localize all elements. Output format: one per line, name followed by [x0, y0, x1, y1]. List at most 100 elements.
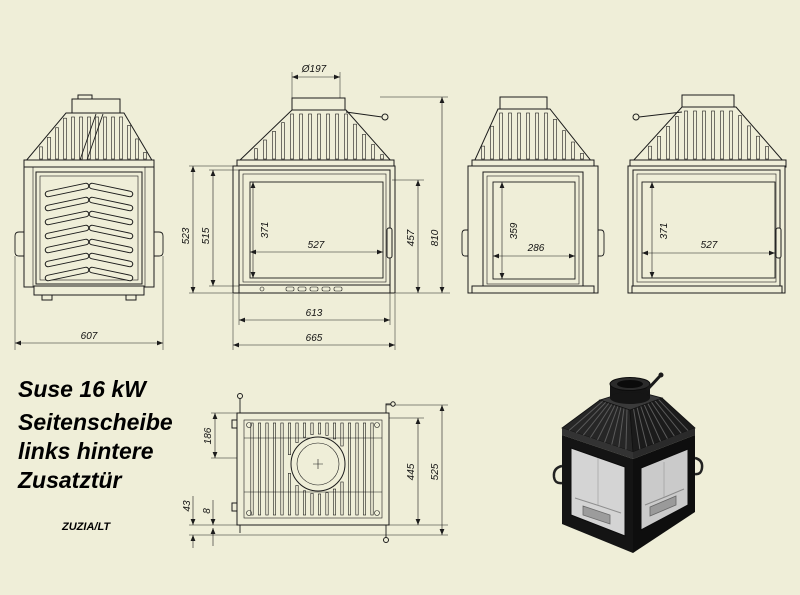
iso-hood-ribs [568, 398, 689, 450]
iso-hood-rib [650, 401, 675, 437]
iso-hood-rib [597, 404, 616, 441]
top-grill-slat [310, 493, 314, 516]
iso-damper-knob [658, 372, 664, 378]
front-height-a-label: 523 [181, 227, 192, 244]
top-side-lug [231, 419, 238, 429]
right-hood-slat [675, 116, 679, 160]
iso-hood-rib [654, 400, 682, 434]
iso-hood-rib [582, 402, 610, 436]
side-hood-slat [143, 152, 147, 160]
front-view: Ø197 523 515 371 527 457 810 613 665 [181, 64, 450, 350]
side-chimney-collar [71, 98, 121, 114]
top-grill-slat [317, 493, 321, 516]
right-hood-slat [648, 145, 652, 160]
side-foot-left [41, 294, 53, 301]
top-view: 186 445 525 43 8 [182, 393, 448, 548]
rear-handle-left [461, 229, 468, 257]
iso-damper-lever [645, 374, 662, 392]
front-hood-slat [290, 113, 294, 160]
front-air-slot [309, 286, 319, 292]
right-glass-height-label: 371 [659, 223, 670, 240]
right-chimney-collar [681, 94, 735, 108]
rear-hood-slat [526, 112, 530, 160]
front-hood-slat [263, 139, 267, 160]
top-corner-bolt [374, 422, 380, 428]
top-grill-slat [340, 422, 344, 447]
top-grill-slat [355, 422, 359, 516]
front-glass-width-label: 527 [308, 240, 325, 251]
front-damper-rod [345, 111, 383, 118]
herringbone-brick [89, 183, 133, 197]
isometric-view [552, 372, 704, 553]
top-depth-total-label: 525 [430, 463, 441, 480]
right-hood-slat [747, 125, 751, 160]
iso-hood-rib [589, 403, 613, 438]
top-grill-slat [340, 481, 344, 516]
right-hood-slat [666, 126, 670, 160]
iso-hood-rib [575, 401, 607, 434]
iso-hood-rib [658, 398, 689, 432]
rear-hood-grill [481, 112, 584, 160]
iso-hood-rib [604, 405, 619, 443]
right-glass-width-label: 527 [701, 240, 718, 251]
rear-handle-right [598, 229, 605, 257]
side-handle-left [14, 231, 24, 257]
rear-hood-slat [580, 153, 584, 160]
front-air-knob [259, 286, 265, 292]
front-hood-slat [371, 144, 375, 160]
herringbone-brick [89, 211, 133, 225]
rear-hood-slat [517, 112, 521, 160]
front-height-c-label: 457 [406, 229, 417, 246]
top-grill-slat [325, 422, 329, 436]
iso-right-window-firebrick [644, 488, 685, 506]
front-hood-slat [353, 123, 357, 160]
right-door-handle [775, 227, 782, 259]
iso-hood-rib [636, 407, 648, 447]
iso-handle-left [552, 464, 563, 485]
front-total-height-label: 810 [430, 229, 441, 246]
front-width-a-label: 613 [306, 308, 323, 319]
iso-handle-right [694, 456, 704, 476]
rear-view: 359 286 [461, 96, 605, 294]
top-grill-slat [370, 422, 374, 516]
side-hood-slat [79, 116, 83, 160]
top-grill-slat [317, 422, 321, 435]
side-width-label: 607 [81, 331, 98, 342]
side-hood-slat [119, 116, 123, 160]
side-hood-grill [39, 116, 147, 160]
front-air-slot [297, 286, 307, 292]
top-grill-slat [325, 492, 329, 516]
herringbone-brick [89, 253, 133, 267]
top-grill-slat [295, 485, 299, 516]
front-hood-grill [254, 113, 384, 160]
side-base [33, 285, 145, 296]
right-damper-rod [638, 111, 683, 118]
front-hood-slat [272, 131, 276, 160]
herringbone-brick [89, 239, 133, 253]
top-grill-slat [287, 473, 291, 516]
rear-glass [492, 181, 576, 280]
herringbone-brick [89, 267, 133, 281]
herringbone-brick [45, 267, 89, 281]
right-hood-grill [648, 110, 769, 160]
herringbone-brick [45, 211, 89, 225]
side-damper-rod [79, 113, 104, 161]
rear-hood-slat [562, 130, 566, 160]
side-hood-slat [71, 116, 75, 160]
front-hood-slat [326, 113, 330, 160]
right-door-frame-inner [636, 173, 777, 283]
herringbone-brick [45, 197, 89, 211]
herringbone-brick [45, 239, 89, 253]
iso-hood-rib [643, 404, 662, 442]
front-hood-slat [254, 148, 258, 160]
heading-line-1: Suse 16 kW [18, 376, 148, 402]
herringbone-brick [45, 183, 89, 197]
heading-line-4: Zusatztür [17, 467, 123, 493]
top-grill-slat [332, 488, 336, 516]
right-hood-slat [756, 135, 760, 160]
rear-door-frame-inner [486, 175, 580, 285]
right-hood-slat [720, 110, 724, 160]
right-hood-slat [684, 110, 688, 160]
iso-rim-left [562, 428, 633, 459]
